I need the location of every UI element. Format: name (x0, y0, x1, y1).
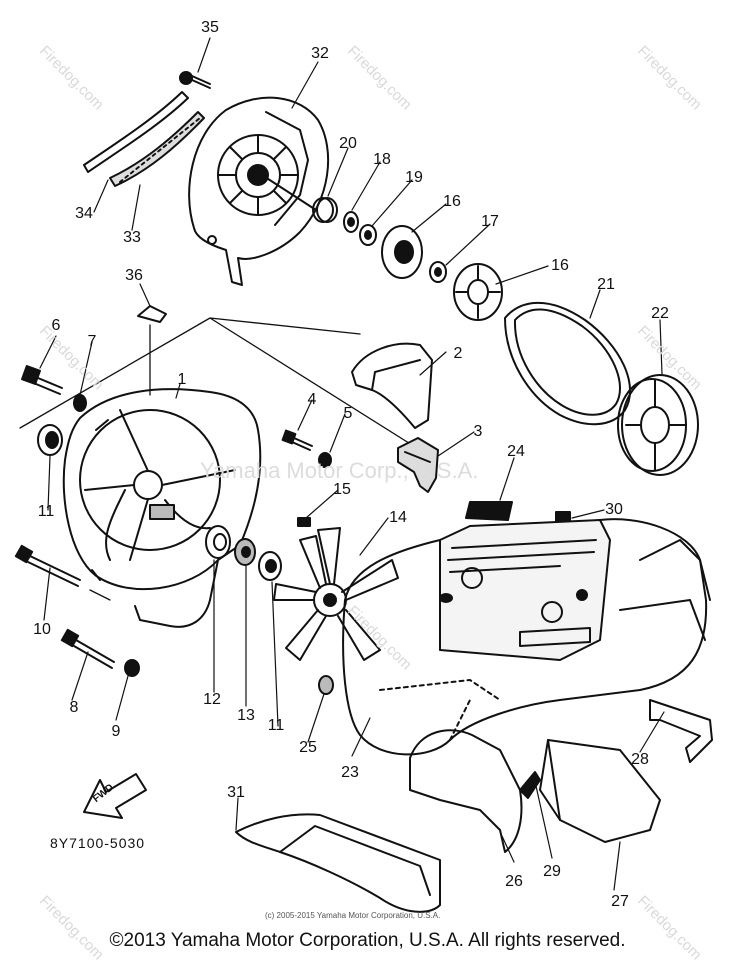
part-number-label: 7 (87, 333, 97, 350)
part-number-label: 27 (611, 893, 629, 910)
part-sheave-16a (381, 225, 423, 279)
part-bolt-8 (60, 628, 115, 669)
part-number-label: 22 (651, 305, 669, 322)
part-housing-27 (539, 739, 661, 843)
part-clip-29 (519, 771, 541, 799)
footer-copyright: ©2013 Yamaha Motor Corporation, U.S.A. A… (109, 930, 626, 951)
part-number-label: 31 (227, 784, 245, 801)
part-bolt-35 (179, 71, 211, 89)
part-number-label: 21 (597, 276, 615, 293)
part-number-label: 34 (75, 205, 93, 222)
part-number-label: 33 (123, 229, 141, 246)
part-cover-23 (342, 518, 711, 756)
part-washer-9 (124, 659, 140, 677)
part-washer-18 (343, 211, 359, 233)
part-collar-7 (73, 394, 87, 412)
watermark-company: Yamaha Motor Corp., U.S.A. (200, 458, 479, 483)
part-label-24 (465, 501, 513, 521)
model-code: 8Y7100-5030 (50, 835, 146, 851)
part-number-label: 20 (339, 135, 357, 152)
part-number-label: 16 (551, 257, 569, 274)
part-bolt-4 (281, 429, 313, 451)
part-key-15 (297, 517, 311, 527)
part-shroud-2 (351, 342, 433, 429)
part-number-label: 8 (69, 699, 79, 716)
part-number-label: 4 (307, 391, 317, 408)
part-starter-housing-32 (188, 96, 329, 286)
part-number-label: 36 (125, 267, 143, 284)
part-bearing-11a (37, 424, 63, 456)
part-bolt-6 (21, 365, 63, 395)
part-collar-20 (312, 197, 338, 223)
part-number-label: 5 (343, 405, 353, 422)
part-number-label: 12 (203, 691, 221, 708)
part-number-label: 13 (237, 707, 255, 724)
part-number-label: 32 (311, 45, 329, 62)
part-number-label: 2 (453, 345, 463, 362)
part-number-label: 23 (341, 764, 359, 781)
part-number-label: 9 (111, 723, 121, 740)
part-number-label: 17 (481, 213, 499, 230)
part-fan-case-1 (62, 388, 262, 628)
part-number-label: 35 (201, 19, 219, 36)
part-number-label: 14 (389, 509, 407, 526)
part-spacer-19 (359, 224, 377, 246)
part-belt-21 (504, 301, 631, 426)
part-number-label: 11 (267, 717, 285, 734)
part-number-label: 29 (543, 863, 561, 880)
part-bracket-3 (397, 437, 439, 493)
part-bolt-10 (14, 544, 81, 587)
part-number-label: 15 (333, 481, 351, 498)
part-grommet-25 (318, 675, 334, 695)
part-number-label: 25 (299, 739, 317, 756)
part-pulley-22 (617, 374, 699, 476)
part-number-label: 28 (631, 751, 649, 768)
part-washer-5 (318, 452, 332, 468)
fwd-arrow-icon (83, 773, 147, 819)
part-washer-17 (429, 261, 447, 283)
part-number-label: 30 (605, 501, 623, 518)
part-clip-36 (137, 305, 167, 323)
part-panel-26 (409, 729, 523, 853)
part-bracket-28 (649, 699, 713, 763)
part-bearing-11b (258, 551, 282, 581)
part-strap-34 (83, 91, 189, 173)
part-number-label: 10 (33, 621, 51, 638)
part-number-label: 6 (51, 317, 61, 334)
part-number-label: 11 (37, 503, 55, 520)
assembly-line (19, 317, 421, 601)
part-number-label: 3 (473, 423, 483, 440)
part-guard-31 (235, 813, 441, 913)
part-circlip-12 (205, 525, 231, 559)
part-number-label: 1 (177, 371, 187, 388)
part-number-label: 24 (507, 443, 525, 460)
part-bearing-13 (234, 538, 256, 566)
leader-lines (39, 37, 665, 891)
small-copyright: (c) 2005-2015 Yamaha Motor Corporation, … (265, 911, 441, 920)
part-number-label: 16 (443, 193, 461, 210)
part-strap-33 (109, 111, 205, 187)
part-number-label: 19 (405, 169, 423, 186)
part-sheave-16b (453, 263, 503, 321)
part-number-label: 18 (373, 151, 391, 168)
part-number-label: 26 (505, 873, 523, 890)
part-fan-14 (273, 527, 399, 661)
